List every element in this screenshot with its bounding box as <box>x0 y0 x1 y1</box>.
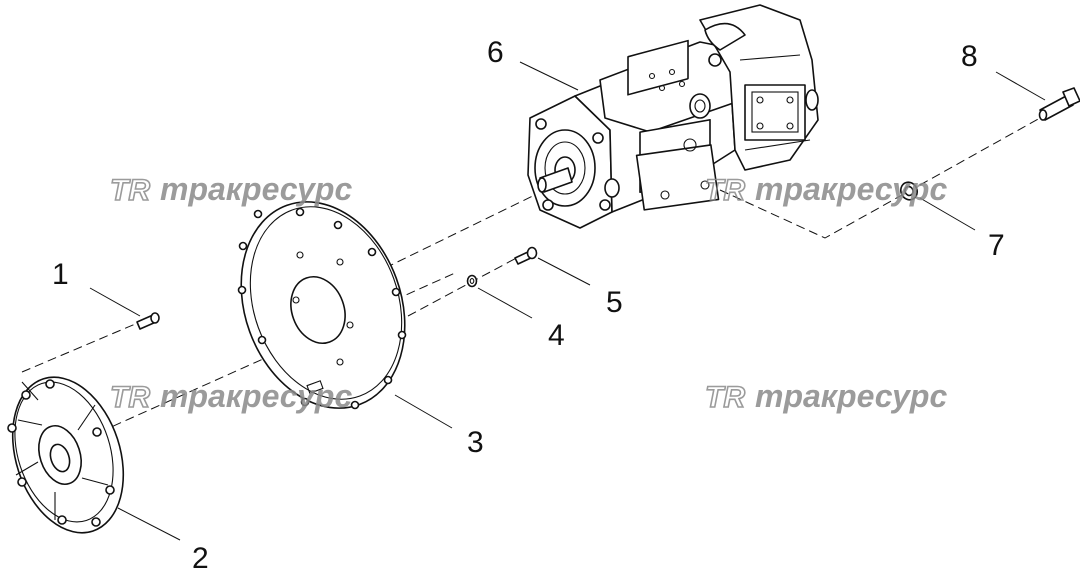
callout-5: 5 <box>606 286 623 319</box>
watermark-brand: тракресурс <box>160 378 352 414</box>
hydraulic-pump-icon <box>527 4 819 229</box>
callout-1: 1 <box>52 258 69 291</box>
callout-4: 4 <box>548 319 565 352</box>
bolt-icon <box>136 312 160 330</box>
callout-6: 6 <box>487 36 504 69</box>
watermark-logo: TR <box>705 174 745 207</box>
callout-labels: 1 2 3 4 5 6 7 8 <box>52 36 1005 575</box>
bolt-icon <box>514 246 538 265</box>
watermark-logo: TR <box>110 381 150 414</box>
washer-icon <box>466 274 478 288</box>
watermark-logo: TR <box>705 381 745 414</box>
watermark-top-right: TR тракресурс <box>704 171 947 208</box>
watermark-brand: тракресурс <box>755 171 947 207</box>
watermark-brand: тракресурс <box>755 378 947 414</box>
leader-lines <box>89 61 1046 541</box>
watermark-bottom-left: TR тракресурс <box>109 378 352 415</box>
watermark-logo: TR <box>110 174 150 207</box>
flywheel-plate-icon <box>237 201 407 410</box>
callout-7: 7 <box>988 229 1005 262</box>
washer-icon <box>900 181 918 201</box>
callout-8: 8 <box>961 40 978 73</box>
watermark-brand: тракресурс <box>160 171 352 207</box>
callout-2: 2 <box>192 542 209 575</box>
callout-3: 3 <box>467 426 484 459</box>
coupling-hub-icon <box>7 376 125 534</box>
watermark-bottom-right: TR тракресурс <box>704 378 947 415</box>
bolt-icon <box>1038 87 1080 121</box>
watermark-top-left: TR тракресурс <box>109 171 352 208</box>
